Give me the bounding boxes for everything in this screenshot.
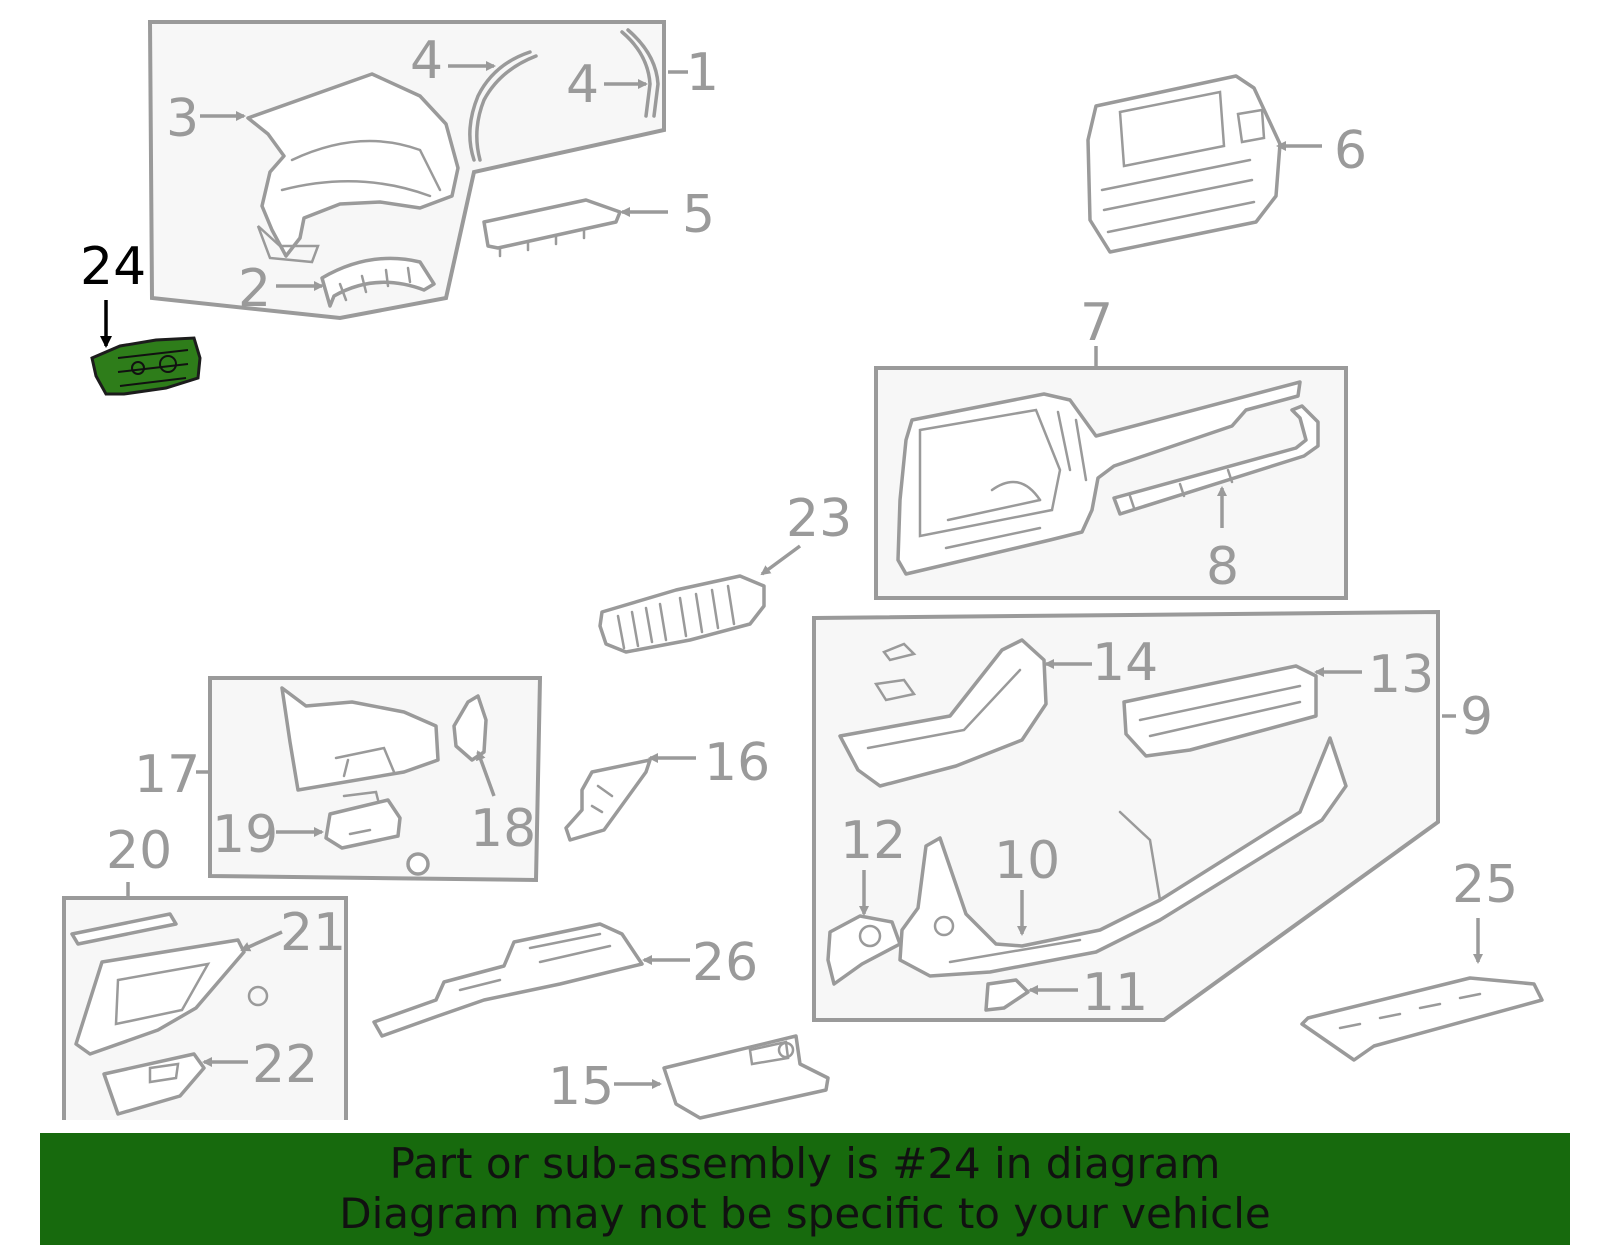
callout-4b: 4 bbox=[566, 55, 599, 115]
callout-10: 10 bbox=[994, 831, 1060, 891]
callout-19: 19 bbox=[212, 805, 278, 865]
part-25-garnish[interactable] bbox=[1300, 976, 1544, 1062]
part-26-bracket-panel[interactable] bbox=[372, 922, 644, 1038]
leader-lines bbox=[100, 61, 1483, 1089]
part-3-cluster-hood[interactable] bbox=[246, 72, 460, 264]
part-6-display-unit[interactable] bbox=[1086, 74, 1282, 254]
callout-7: 7 bbox=[1080, 293, 1113, 353]
part-20-rod[interactable] bbox=[70, 912, 178, 946]
part-12-switch[interactable] bbox=[826, 914, 902, 986]
part-21-glove-box-door[interactable] bbox=[74, 938, 269, 1056]
callout-14: 14 bbox=[1092, 633, 1158, 693]
part-7-instrument-panel[interactable] bbox=[896, 380, 1302, 576]
part-2-cluster-lower-trim[interactable] bbox=[320, 256, 436, 308]
callout-23: 23 bbox=[786, 489, 852, 549]
callout-25: 25 bbox=[1452, 855, 1518, 915]
part-13-console-upper[interactable] bbox=[1122, 664, 1318, 758]
callout-17: 17 bbox=[134, 745, 200, 805]
callout-15: 15 bbox=[548, 1057, 614, 1117]
part-5-trim-panel[interactable] bbox=[482, 198, 622, 258]
callout-12: 12 bbox=[840, 811, 906, 871]
part-14-console-side[interactable] bbox=[838, 638, 1048, 788]
part-4-trim-strip-a[interactable] bbox=[468, 50, 538, 162]
part-16-trim-piece[interactable] bbox=[564, 758, 652, 842]
callout-3: 3 bbox=[166, 89, 199, 149]
part-17-knee-panel[interactable] bbox=[280, 686, 440, 792]
callout-labels: 1 2 3 4 4 5 6 7 8 9 10 11 12 13 14 15 16… bbox=[80, 31, 1518, 1117]
part-24-highlighted[interactable] bbox=[90, 336, 202, 396]
callout-24: 24 bbox=[80, 237, 146, 297]
callout-9: 9 bbox=[1460, 687, 1493, 747]
callout-22: 22 bbox=[252, 1035, 318, 1095]
part-19-lock-switch[interactable] bbox=[324, 790, 402, 850]
callout-5: 5 bbox=[682, 185, 715, 245]
info-banner: Part or sub-assembly is #24 in diagram D… bbox=[40, 1133, 1570, 1245]
part-8-panel-trim[interactable] bbox=[1112, 404, 1320, 516]
callout-6: 6 bbox=[1334, 121, 1367, 181]
part-22-handle[interactable] bbox=[102, 1052, 206, 1116]
part-10-console-base[interactable] bbox=[898, 736, 1348, 978]
callout-11: 11 bbox=[1082, 963, 1148, 1023]
part-11-bracket[interactable] bbox=[984, 978, 1030, 1012]
banner-line-1: Part or sub-assembly is #24 in diagram bbox=[389, 1139, 1221, 1188]
callout-16: 16 bbox=[704, 733, 770, 793]
part-15-tray[interactable] bbox=[662, 1034, 830, 1120]
callout-4a: 4 bbox=[410, 31, 443, 91]
callout-20: 20 bbox=[106, 821, 172, 881]
callout-1: 1 bbox=[686, 43, 719, 103]
callout-21: 21 bbox=[280, 903, 346, 963]
parts-diagram: 1 2 3 4 4 5 6 7 8 9 10 11 12 13 14 15 16… bbox=[62, 20, 1544, 1120]
part-clip-small[interactable] bbox=[406, 852, 430, 876]
callout-26: 26 bbox=[692, 933, 758, 993]
part-23-air-vent[interactable] bbox=[598, 574, 766, 654]
callout-13: 13 bbox=[1368, 645, 1434, 705]
callout-18: 18 bbox=[470, 799, 536, 859]
callout-2: 2 bbox=[238, 259, 271, 319]
part-4-trim-strip-b[interactable] bbox=[620, 28, 660, 118]
callout-8: 8 bbox=[1206, 537, 1239, 597]
banner-line-2: Diagram may not be specific to your vehi… bbox=[339, 1189, 1271, 1238]
